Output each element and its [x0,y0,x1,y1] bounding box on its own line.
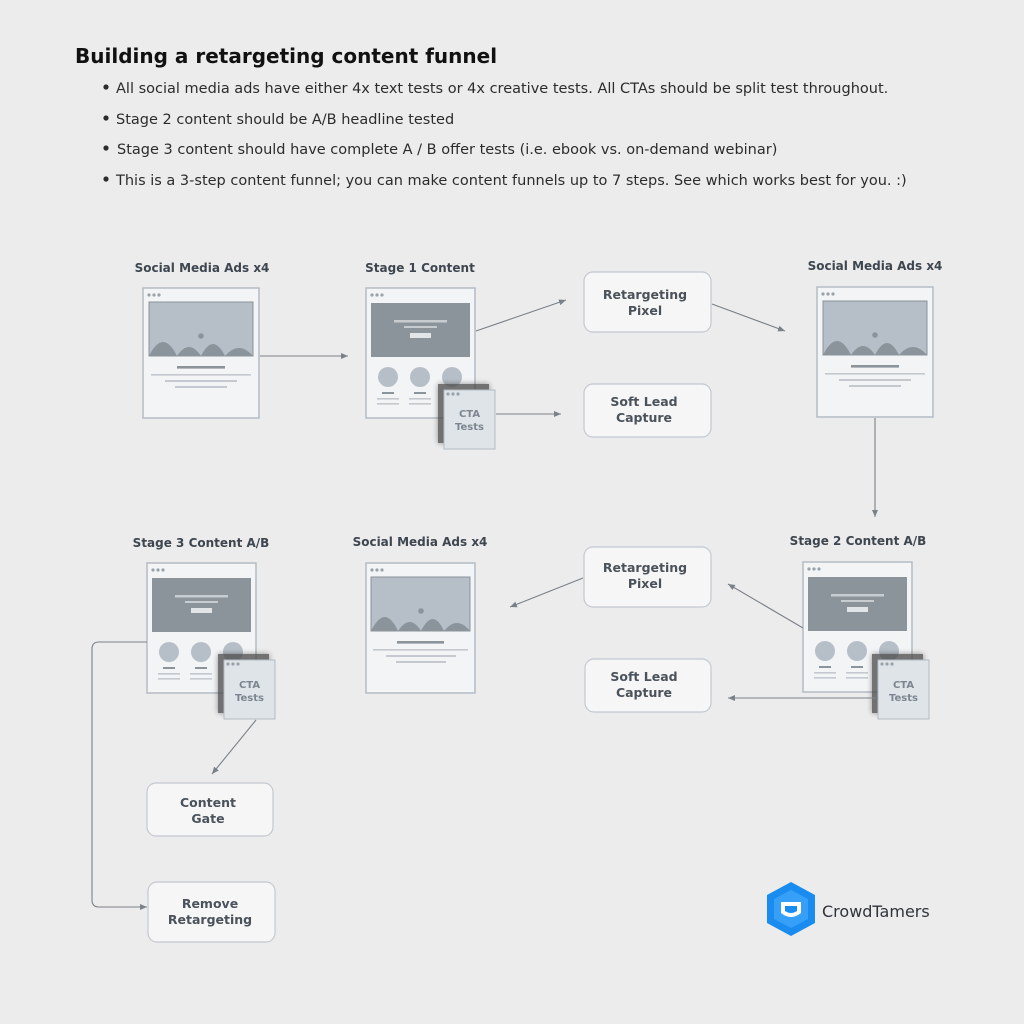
brand-name: CrowdTamers [822,902,930,921]
bullet-2: Stage 2 content should be A/B headline t… [116,112,454,128]
stage-1-content-page [365,287,476,419]
label-stage-1-content: Stage 1 Content [365,261,475,275]
svg-text:Retargeting: Retargeting [603,560,687,575]
label-social-ads-3: Social Media Ads x4 [353,535,488,549]
svg-text:Tests: Tests [235,693,264,704]
stage-2-content-page [802,561,913,693]
svg-text:Tests: Tests [889,693,918,704]
ad-mockup-2 [816,286,934,418]
svg-text:Pixel: Pixel [628,576,662,591]
bullet-4: This is a 3-step content funnel; you can… [115,173,907,189]
svg-text:Capture: Capture [616,410,672,425]
retargeting-pixel-node-1: Retargeting Pixel [583,271,712,333]
crowdtamers-logo: CrowdTamers [767,882,930,936]
svg-text:CTA: CTA [893,680,914,691]
arrow-cta3-to-gate [211,719,257,775]
svg-text:Gate: Gate [191,811,224,826]
arrow-pixel-to-ads2 [711,303,786,332]
page-title: Building a retargeting content funnel [75,44,497,68]
arrow-stage1-to-pixel [475,299,567,332]
svg-text:Soft Lead: Soft Lead [610,669,677,684]
remove-retargeting-node: Remove Retargeting [147,881,276,943]
svg-text:CTA: CTA [239,680,260,691]
bullet-1: All social media ads have either 4x text… [116,81,888,97]
svg-text:Tests: Tests [455,422,484,433]
content-gate-node: Content Gate [146,782,274,837]
label-stage-2-content: Stage 2 Content A/B [790,534,927,548]
ad-mockup-1 [142,287,260,419]
cta-tests-card-3: CTA Tests [218,654,276,720]
svg-text:Soft Lead: Soft Lead [610,394,677,409]
arrow-stage3-to-remove [91,641,147,910]
svg-text:CTA: CTA [459,409,480,420]
bullet-list: All social media ads have either 4x text… [103,81,907,189]
retargeting-pixel-node-2: Retargeting Pixel [583,546,712,608]
svg-text:Capture: Capture [616,685,672,700]
bullet-3: Stage 3 content should have complete A /… [117,142,777,158]
label-social-ads-1: Social Media Ads x4 [135,261,270,275]
svg-text:Retargeting: Retargeting [603,287,687,302]
cta-tests-card-2: CTA Tests [872,654,930,720]
ad-mockup-3 [365,562,476,694]
svg-text:Remove: Remove [182,896,238,911]
svg-text:Retargeting: Retargeting [168,912,252,927]
svg-text:Content: Content [180,795,236,810]
soft-lead-capture-node-1: Soft Lead Capture [583,383,712,438]
soft-lead-capture-node-2: Soft Lead Capture [584,658,712,713]
cta-tests-card-1: CTA Tests [438,384,496,450]
arrow-stage2-to-pixel2 [727,583,804,629]
label-social-ads-2: Social Media Ads x4 [808,259,943,273]
svg-text:Pixel: Pixel [628,303,662,318]
flow-arrows [91,299,878,910]
arrow-pixel2-to-ads3 [509,577,584,608]
label-stage-3-content: Stage 3 Content A/B [133,536,270,550]
